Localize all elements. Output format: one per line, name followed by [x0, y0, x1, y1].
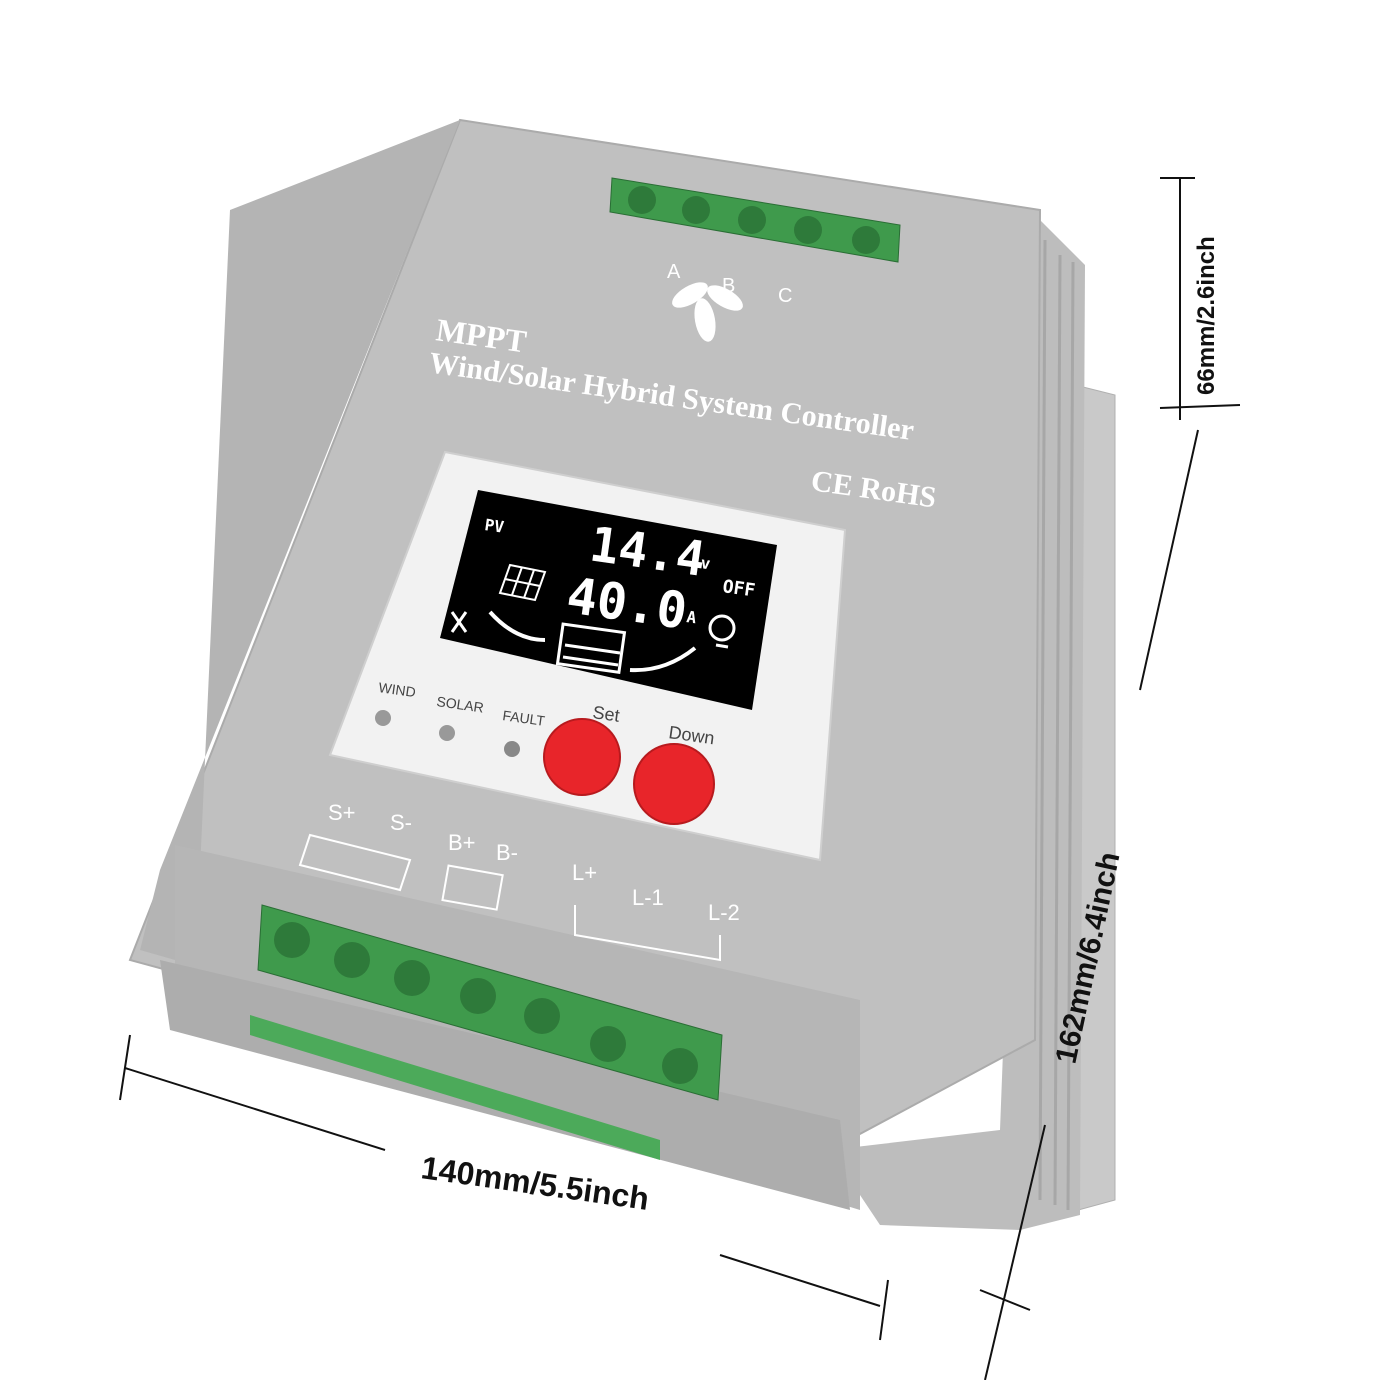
dimension-depth: 66mm/2.6inch: [1193, 236, 1220, 395]
heatsink-fins: [1038, 239, 1075, 1211]
lcd-voltage-unit: v: [699, 553, 712, 573]
down-button[interactable]: [633, 743, 715, 825]
indicator-fault-led: [504, 741, 520, 757]
bulb-icon: [708, 614, 736, 649]
terminal-label-l2: L-2: [708, 900, 740, 925]
set-button-label: Set: [591, 702, 621, 726]
bottom-face: [160, 960, 850, 1210]
wind-turbine-icon: [672, 282, 743, 342]
wind-terminal-c: C: [778, 285, 792, 307]
battery-icon: [555, 622, 627, 674]
solar-panel-icon: [498, 563, 547, 602]
lcd-mode: PV: [483, 515, 505, 537]
terminal-label-l1: L-1: [632, 885, 664, 910]
arrow-left-icon: [488, 610, 546, 642]
solar-panel-outline-icon: [298, 833, 412, 892]
load-circuit-icon: [574, 905, 721, 962]
lcd-current-unit: A: [685, 607, 698, 627]
indicator-solar-led: [439, 725, 455, 741]
terminal-label-s-plus: S+: [328, 800, 356, 825]
left-rail: [140, 120, 460, 960]
battery-outline-icon: [441, 864, 504, 911]
wind-terminal-block: [609, 177, 901, 263]
set-button[interactable]: [543, 718, 621, 796]
indicator-solar-label: SOLAR: [436, 693, 485, 715]
indicator-wind-label: WIND: [378, 679, 417, 700]
wind-terminal-a: A: [667, 261, 681, 283]
terminal-label-b-minus: B-: [496, 840, 518, 865]
dimension-lines: [119, 177, 1241, 1380]
bottom-terminal-block: [257, 904, 723, 1101]
indicator-wind-led: [375, 710, 391, 726]
terminal-label-b-plus: B+: [448, 830, 476, 855]
lcd-screen: [440, 490, 777, 710]
lcd-load-status: OFF: [721, 576, 756, 601]
tools-icon: [450, 611, 468, 633]
terminal-label-l-plus: L+: [572, 860, 597, 885]
arrow-right-icon: [629, 646, 697, 673]
terminal-label-s-minus: S-: [390, 810, 412, 835]
indicator-fault-label: FAULT: [502, 707, 547, 729]
lower-green-strip: [250, 1015, 660, 1160]
dimension-width: 140mm/5.5inch: [419, 1149, 651, 1217]
